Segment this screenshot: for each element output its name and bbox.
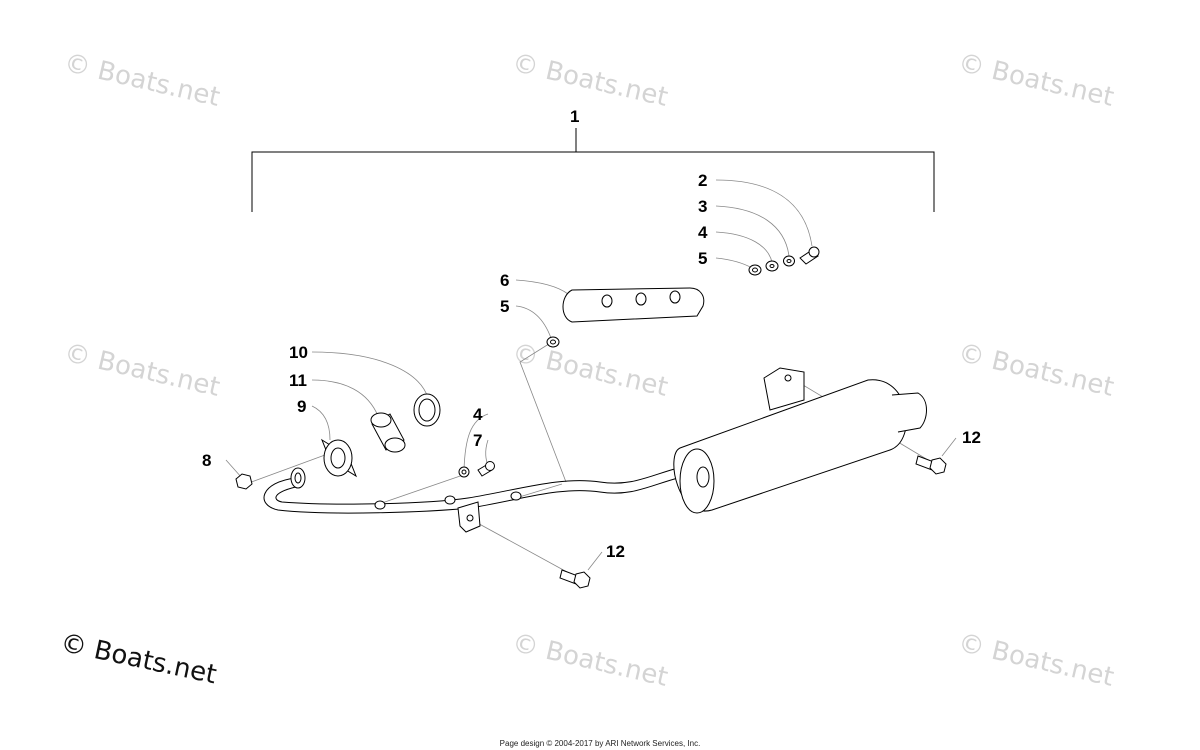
- gasket: [413, 393, 441, 427]
- callout-grommet-lower: 5: [500, 297, 509, 316]
- callout-flat-washer-top: 4: [698, 223, 708, 242]
- pipe-bracket: [457, 501, 481, 533]
- screw-top: [799, 246, 820, 265]
- lock-washer-top: [783, 255, 795, 267]
- heat-shield: [562, 287, 705, 323]
- flange: [320, 438, 358, 478]
- callout-lock-washer: 3: [698, 197, 707, 216]
- callout-grommet-top: 5: [698, 249, 707, 268]
- bolt-bottom: [559, 569, 591, 589]
- seal: [370, 412, 406, 453]
- callout-bolt-bottom: 12: [606, 542, 625, 561]
- nut: [235, 473, 253, 490]
- grommet-top: [748, 264, 762, 276]
- callout-flange: 9: [297, 397, 306, 416]
- grommet-lower: [546, 336, 560, 348]
- callout-seal: 11: [289, 371, 307, 390]
- callout-screw-top: 2: [698, 171, 707, 190]
- flat-washer-top: [765, 260, 779, 272]
- callout-flat-washer-mid: 4: [473, 405, 483, 424]
- leader-lines: [225, 179, 957, 579]
- callout-nut: 8: [202, 451, 211, 470]
- flat-washer-mid: [458, 466, 470, 478]
- callout-labels: 1 2 3 4 5 6 5 10 11 9 4 7 8 12 12: [202, 107, 981, 561]
- callout-bolt-right: 12: [962, 428, 981, 447]
- callout-screw-mid: 7: [473, 431, 482, 450]
- bolt-right: [915, 455, 947, 475]
- callout-gasket: 10: [289, 343, 308, 362]
- callout-assembly: 1: [570, 107, 579, 126]
- footer-copyright: Page design © 2004-2017 by ARI Network S…: [499, 739, 701, 748]
- screw-mid: [477, 461, 495, 477]
- callout-heat-shield: 6: [500, 271, 509, 290]
- assembly-bracket: [251, 128, 935, 212]
- muffler: [673, 367, 927, 514]
